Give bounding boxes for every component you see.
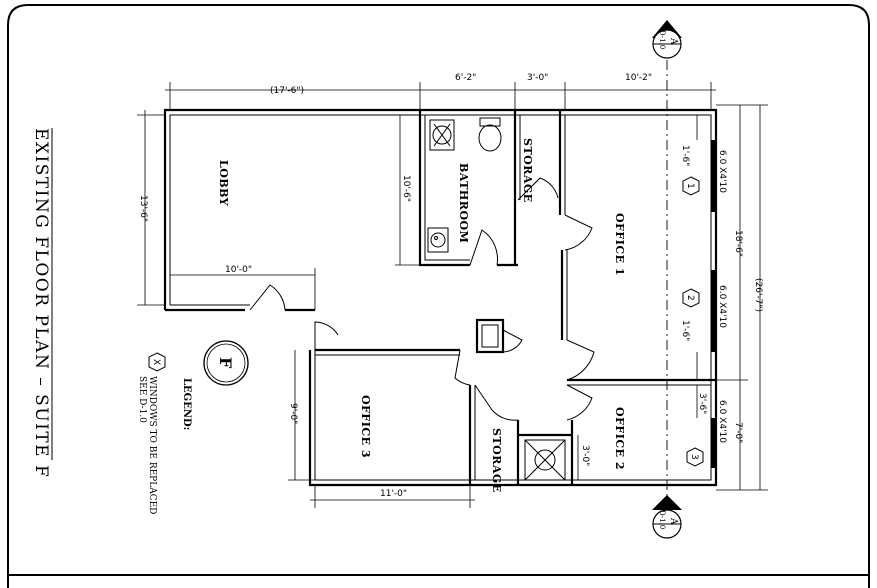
- window-tag-3-number: 3: [689, 454, 699, 460]
- dim-bath-height: 10'-6": [401, 175, 411, 202]
- room-label-lobby: LOBBY: [217, 160, 230, 206]
- window-tag-2: 2: [682, 288, 700, 308]
- window-size-3: 6.0 X4'10: [717, 400, 727, 443]
- legend-line1: WINDOWS TO BE REPLACED: [147, 376, 157, 514]
- dim-window-offset-1: 1'-6": [680, 145, 690, 166]
- dimension-lines: [137, 82, 768, 508]
- legend-heading: LEGEND:: [181, 378, 192, 430]
- dim-right-total: (26'-7"): [753, 278, 763, 312]
- doors: [249, 177, 595, 421]
- dim-lobby-width: (17'-6"): [270, 86, 304, 96]
- dim-lobby-inner: 10'-0": [225, 265, 252, 275]
- room-label-storage-bottom: STORAGE: [490, 428, 503, 493]
- dim-closet: 3'-0": [580, 445, 590, 466]
- room-label-office1: OFFICE 1: [613, 213, 626, 276]
- suite-marker: F: [203, 340, 249, 386]
- dim-left-height: 13'-6": [138, 195, 148, 222]
- dim-office3-width: 11'-0": [380, 489, 407, 499]
- section-letter-top: A: [668, 37, 678, 45]
- section-letter-bottom: A: [668, 517, 678, 525]
- room-label-office3: OFFICE 3: [359, 395, 372, 458]
- dim-office1-width: 10'-2": [625, 73, 652, 83]
- room-label-office2: OFFICE 2: [613, 407, 626, 470]
- legend-line2: SEE D-1.0: [137, 376, 147, 423]
- section-marker-top: A D-1.0: [652, 20, 682, 59]
- window-tag-2-number: 2: [685, 295, 695, 301]
- legend: LEGEND: X WINDOWS TO BE REPLACED SEE D-1…: [137, 352, 192, 514]
- window-tag-1-number: 1: [685, 183, 695, 189]
- section-ref-bottom: D-1.0: [658, 510, 666, 529]
- legend-symbol: X: [151, 359, 161, 365]
- window-size-1: 6.0 X4'10: [717, 150, 727, 193]
- dim-window-offset-3: 3'-6": [697, 393, 707, 414]
- fixtures: [427, 117, 566, 481]
- suite-marker-letter: F: [216, 357, 235, 369]
- dim-window-offset-2: 1'-6": [680, 320, 690, 341]
- room-label-bathroom: BATHROOM: [457, 163, 470, 243]
- dim-office3-height: 9'-0": [288, 403, 298, 424]
- dim-bathroom-width: 6'-2": [455, 73, 476, 83]
- walls: [163, 108, 718, 487]
- room-label-storage-top: STORAGE: [521, 138, 534, 203]
- dim-office2-height: 7'-0": [733, 422, 743, 443]
- page-title: EXISTING FLOOR PLAN – SUITE F: [31, 128, 51, 478]
- window-tag-3: 3: [686, 447, 704, 467]
- dim-storage-width: 3'-0": [527, 73, 548, 83]
- sheet-border: [7, 4, 870, 588]
- window-tag-1: 1: [682, 176, 700, 196]
- window-size-2: 6.0 X4'10: [717, 285, 727, 328]
- section-marker-bottom: A D-1.0: [652, 495, 682, 539]
- dim-office1-height: 18'-6": [733, 230, 743, 257]
- section-ref-top: D-1.0: [658, 30, 666, 49]
